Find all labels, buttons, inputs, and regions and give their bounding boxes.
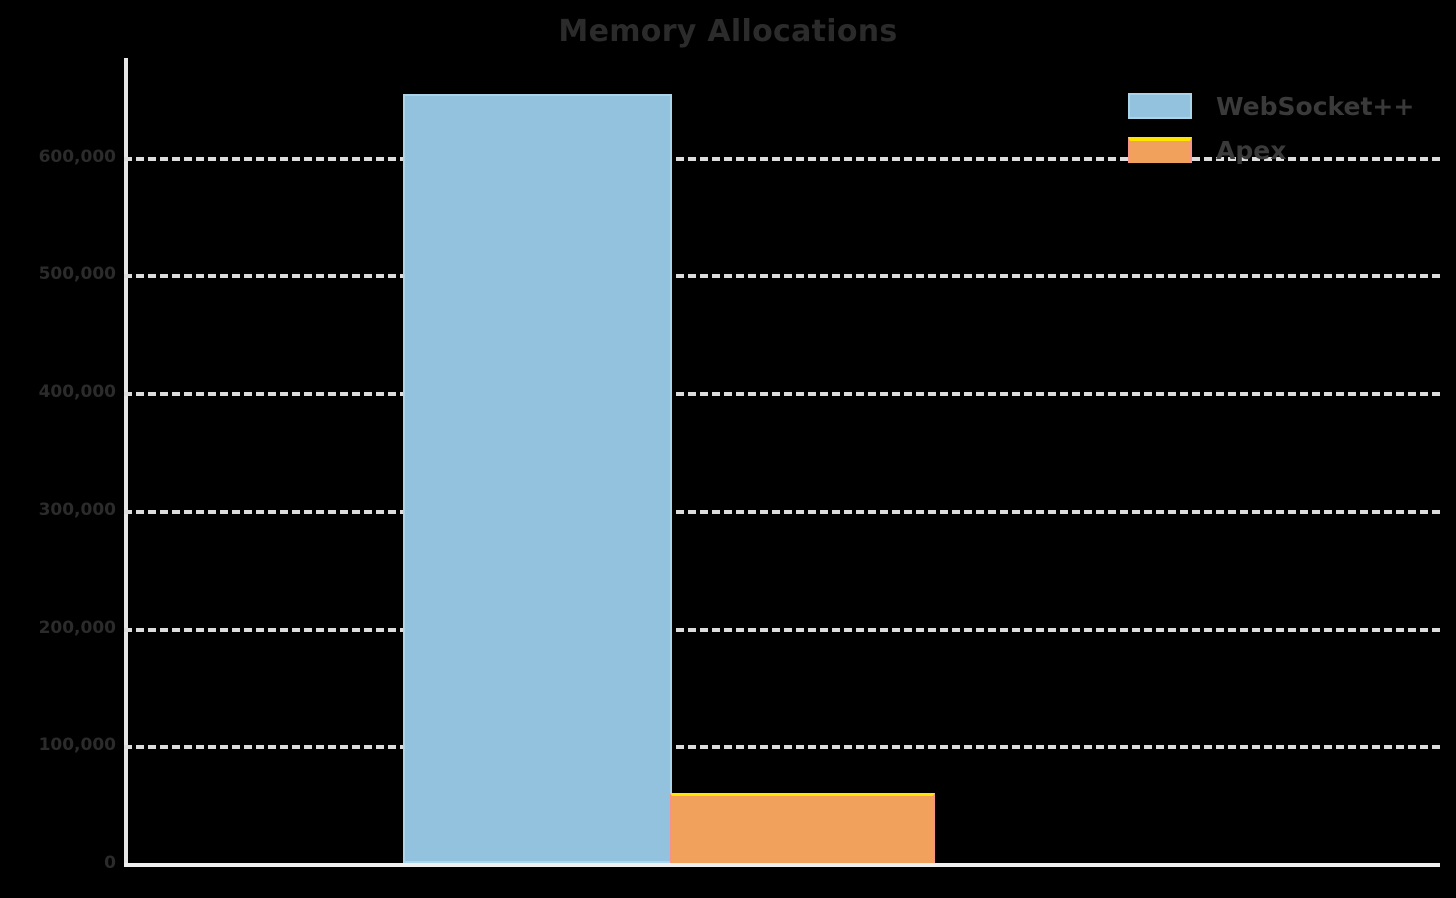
legend-swatch-icon-websocketpp [1128,93,1192,119]
y-tick-label-300000: 300,000 [38,500,116,520]
legend-item-websocketpp[interactable]: WebSocket++ [1128,84,1414,128]
y-tick-label-400000: 400,000 [38,382,116,402]
y-axis-line [124,58,128,865]
gridline-200000 [124,628,1440,632]
legend-swatch-icon-apex [1128,137,1192,163]
y-tick-label-0: 0 [104,853,116,873]
bar-websocketpp[interactable] [403,94,672,863]
legend: WebSocket++ Apex [1128,84,1414,172]
y-tick-label-200000: 200,000 [38,618,116,638]
legend-item-apex[interactable]: Apex [1128,128,1414,172]
page-title: Memory Allocations [558,14,898,49]
bar-apex[interactable] [670,793,935,863]
y-tick-label-600000: 600,000 [38,147,116,167]
gridline-500000 [124,274,1440,278]
gridline-300000 [124,510,1440,514]
legend-label-websocketpp: WebSocket++ [1216,91,1415,121]
gridline-100000 [124,745,1440,749]
gridline-600000 [124,157,1440,161]
y-tick-label-100000: 100,000 [38,735,116,755]
x-axis-line [124,863,1440,867]
gridline-400000 [124,392,1440,396]
legend-label-apex: Apex [1216,135,1287,165]
y-tick-label-500000: 500,000 [38,264,116,284]
